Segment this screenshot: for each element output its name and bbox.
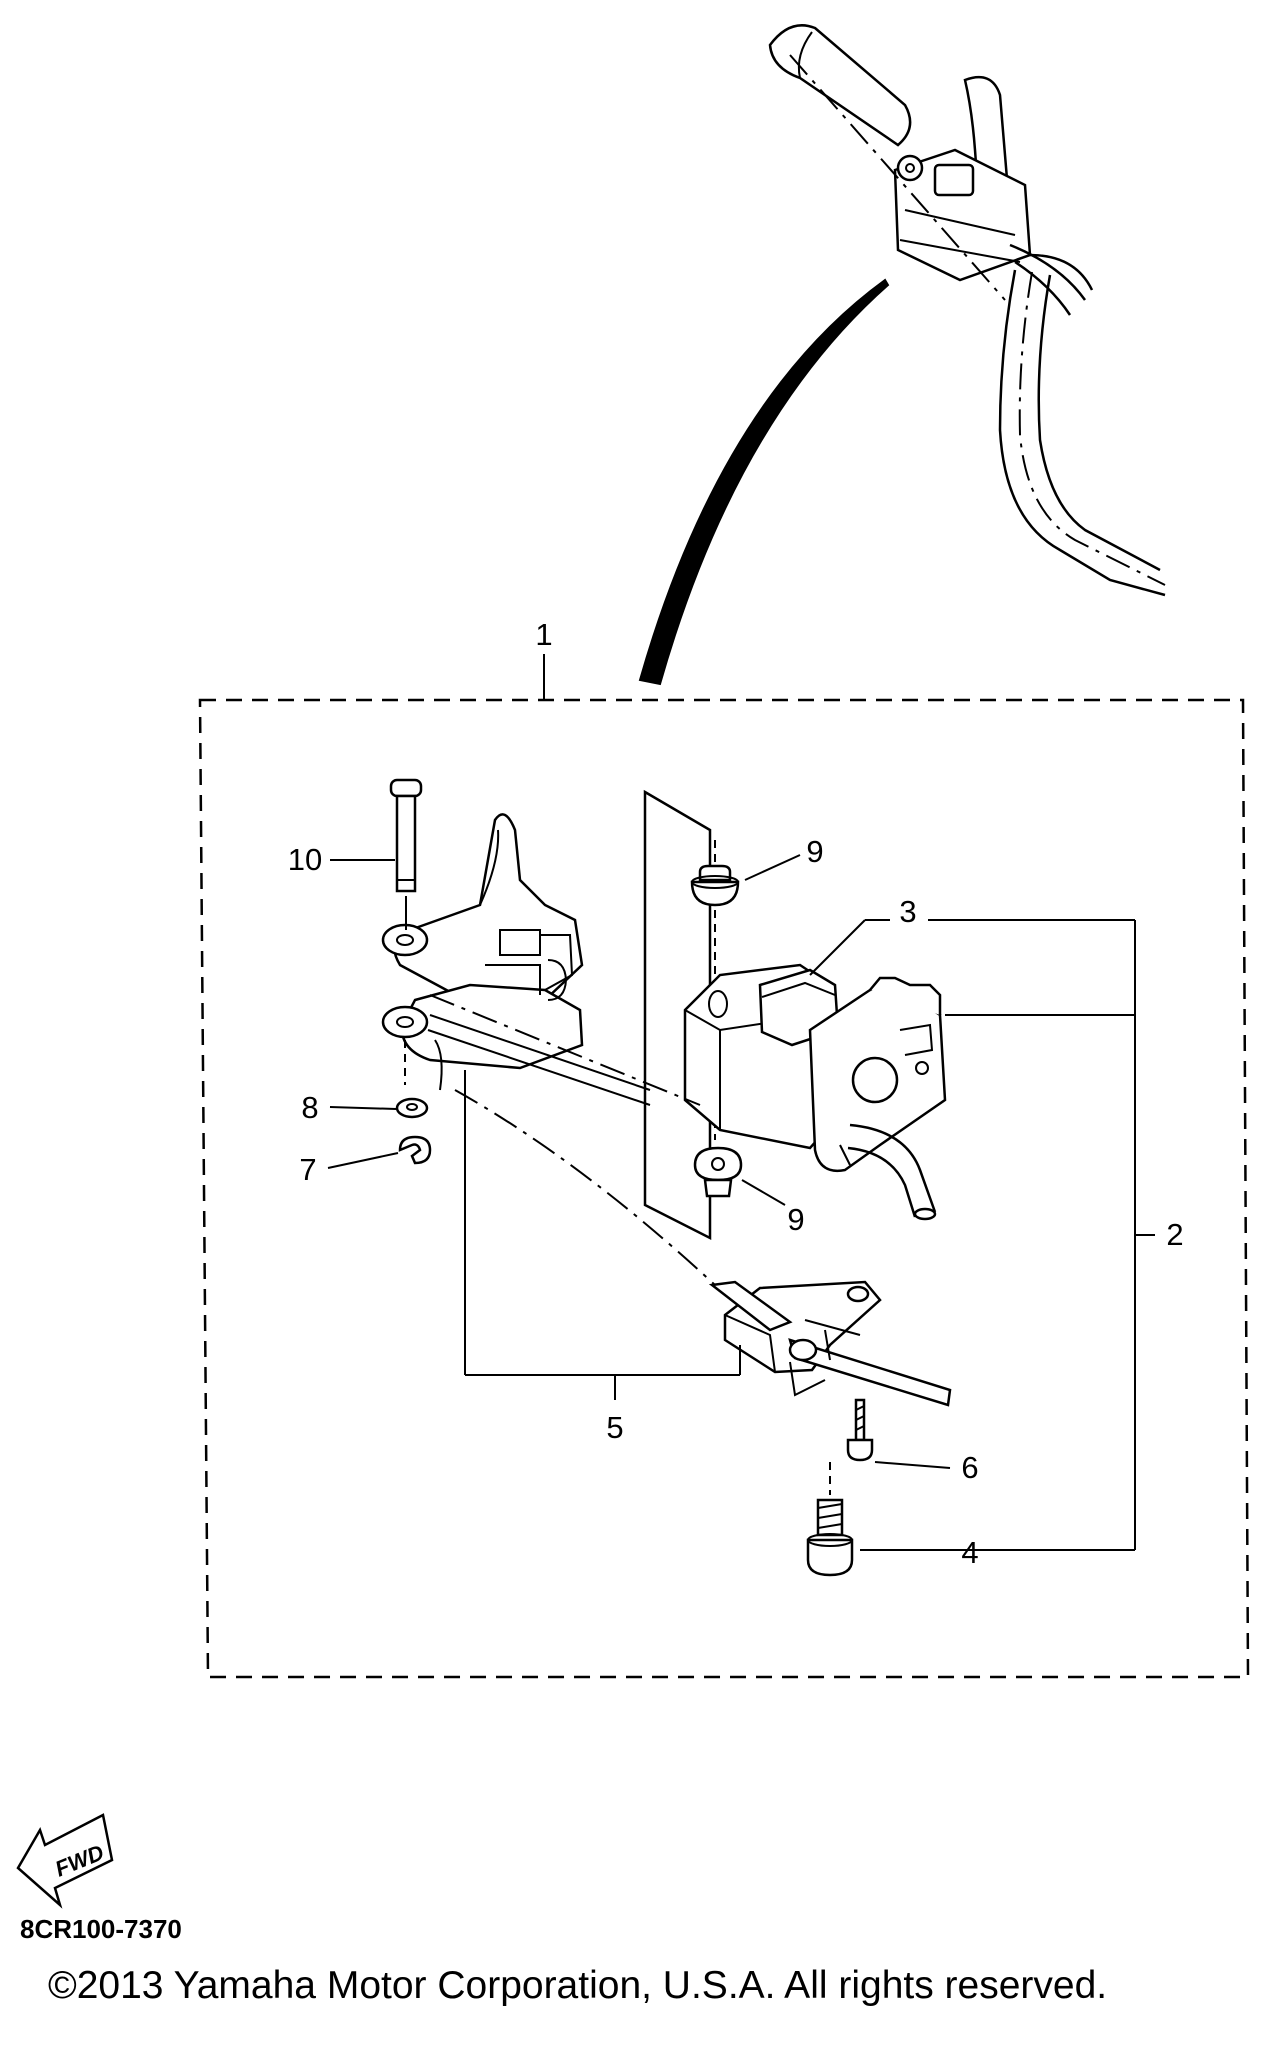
handlebar-grip (768, 24, 912, 147)
callout-1: 1 (535, 617, 552, 652)
fwd-direction-arrow: FWD (16, 1813, 114, 1909)
pivot-bolt-10 (389, 778, 423, 930)
engine-stop-cable-run (638, 278, 890, 686)
callout-9-bottom: 9 (787, 1202, 804, 1237)
callout-5: 5 (606, 1410, 623, 1445)
copyright-notice: ©2013 Yamaha Motor Corporation, U.S.A. A… (48, 1964, 1107, 2007)
callout-3: 3 (899, 894, 916, 929)
housing-screw (896, 154, 924, 182)
handlebar-assembly (638, 24, 1166, 686)
callout-10: 10 (288, 842, 322, 877)
lever-bracket (381, 813, 651, 1106)
bolt-4 (806, 1498, 854, 1577)
screw-6 (846, 1398, 874, 1462)
callout-8: 8 (301, 1090, 318, 1125)
grommet-9-bottom (693, 1146, 743, 1198)
washer-8 (395, 1097, 429, 1119)
stop-button (933, 163, 975, 197)
callout-9-top: 9 (806, 834, 823, 869)
assembly-boundary (198, 698, 1250, 1679)
cable-bracket-5 (708, 1280, 952, 1407)
grommet-9-top (690, 864, 740, 907)
callout-7: 7 (299, 1152, 316, 1187)
engine-stop-switch-3 (683, 963, 947, 1221)
callout-4: 4 (961, 1535, 978, 1570)
callout-6: 6 (961, 1450, 978, 1485)
circlip-7 (398, 1135, 432, 1165)
callout-2: 2 (1166, 1217, 1183, 1252)
catalog-number: 8CR100-7370 (20, 1914, 182, 1944)
